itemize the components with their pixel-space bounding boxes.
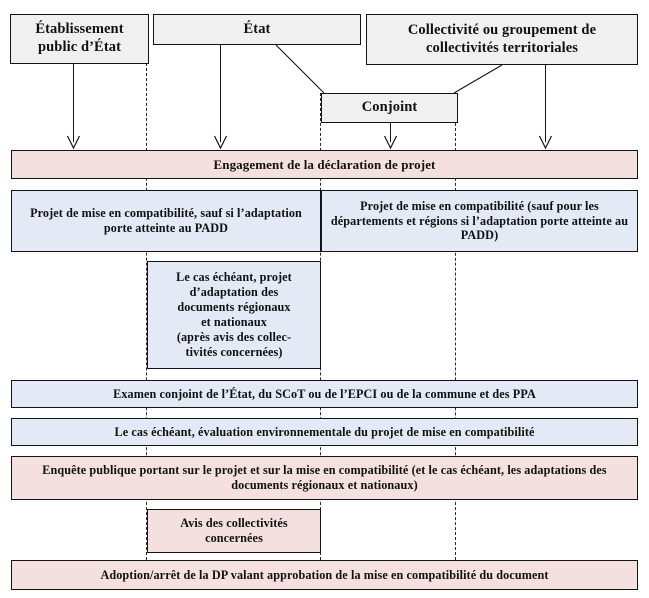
step-label-projet-droite: Projet de mise en compatibilité (sauf po… [330,198,629,243]
arrow-line-collectivite-to-engagement [545,65,546,142]
arrow-head-etat-to-engagement [213,135,228,150]
step-label-evaluation-environnementale: Le cas échéant, évaluation environnement… [114,424,535,439]
step-box-enquete-publique[interactable]: Enquête publique portant sur le projet e… [11,456,638,500]
actor-label-etablissement: Établissement public d’État [35,21,124,55]
connector-etat-to-conjoint [275,44,326,94]
arrow-line-etablissement-to-engagement [73,64,74,142]
actor-label-etat: État [243,20,271,37]
arrow-line-conjoint-to-engagement [390,123,391,142]
connector-collectivite-to-conjoint [452,64,504,94]
step-box-adoption-arret-dp[interactable]: Adoption/arrêt de la DP valant approbati… [11,560,638,590]
swimlane-divider-left [146,63,147,560]
actor-box-collectivite-ou-groupement[interactable]: Collectivité ou groupement de collectivi… [366,14,638,65]
step-label-examen-conjoint: Examen conjoint de l’État, du SCoT ou de… [113,386,536,401]
arrow-head-etablissement-to-engagement [66,135,81,150]
step-label-projet-gauche: Projet de mise en compatibilité, sauf si… [30,206,302,235]
step-label-engagement: Engagement de la déclaration de projet [213,156,436,172]
arrow-head-collectivite-to-engagement [538,135,553,150]
step-box-engagement-declaration-projet[interactable]: Engagement de la déclaration de projet [11,150,638,179]
swimlane-divider-right [455,123,456,560]
actor-box-conjoint[interactable]: Conjoint [321,93,458,123]
actor-label-collectivite: Collectivité ou groupement de collectivi… [407,21,597,56]
arrow-line-etat-to-engagement [220,45,221,142]
arrow-head-conjoint-to-engagement [383,135,398,150]
step-box-examen-conjoint[interactable]: Examen conjoint de l’État, du SCoT ou de… [11,380,638,408]
step-box-evaluation-environnementale[interactable]: Le cas échéant, évaluation environnement… [11,418,638,446]
step-box-avis-collectivites-concernees[interactable]: Avis des collectivités concernées [147,509,321,553]
actor-box-etablissement-public-d-etat[interactable]: Établissement public d’État [10,14,149,64]
step-box-projet-mise-en-compatibilite-droite[interactable]: Projet de mise en compatibilité (sauf po… [321,190,638,252]
step-box-projet-mise-en-compatibilite-gauche[interactable]: Projet de mise en compatibilité, sauf si… [11,190,321,252]
step-label-enquete-publique: Enquête publique portant sur le projet e… [42,463,607,492]
step-label-adoption: Adoption/arrêt de la DP valant approbati… [100,567,549,582]
actor-label-conjoint: Conjoint [361,99,418,116]
step-label-avis-collectivites: Avis des collectivités concernées [180,516,288,545]
actor-box-etat[interactable]: État [153,14,361,45]
